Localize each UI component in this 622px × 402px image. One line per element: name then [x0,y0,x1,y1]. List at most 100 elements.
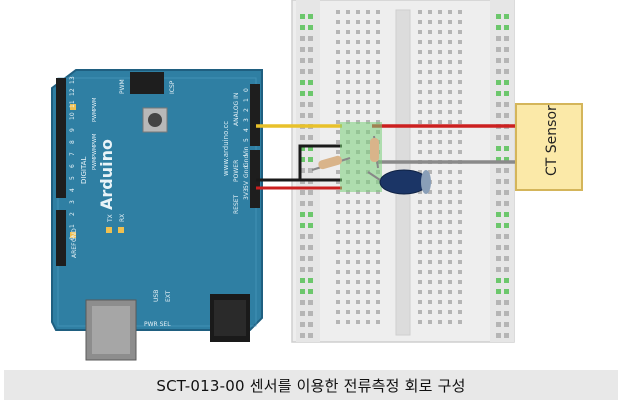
rail-hole [504,25,509,30]
breadboard-hole [336,60,340,64]
power-pin-label: 3V3 [243,188,250,200]
rail-hole [300,80,305,85]
breadboard-hole [336,90,340,94]
breadboard-hole [376,280,380,284]
breadboard-hole [438,260,442,264]
rail-hole [496,36,501,41]
breadboard-hole [428,310,432,314]
breadboard-hole [366,320,370,324]
led-rx [118,227,124,233]
rail-hole [300,168,305,173]
breadboard-hole [418,140,422,144]
rail-hole [496,256,501,261]
breadboard-hole [366,300,370,304]
tx-label: TX [107,214,114,223]
breadboard-hole [428,10,432,14]
power-pin-label: Vin [243,146,250,156]
breadboard-hole [458,60,462,64]
rail-hole [308,223,313,228]
rail-hole [496,245,501,250]
rail-hole [504,69,509,74]
breadboard-hole [438,30,442,34]
resistor-2 [370,135,379,169]
rail-hole [504,36,509,41]
rail-hole [308,36,313,41]
breadboard-hole [448,40,452,44]
rail-hole [300,311,305,316]
breadboard-hole [336,320,340,324]
digital-pin-label: 2 [69,212,76,216]
led-l [70,104,76,110]
rail-hole [504,91,509,96]
breadboard-hole [438,60,442,64]
digital-pin-label: 0 [69,236,76,240]
breadboard-hole [438,190,442,194]
rail-hole [308,289,313,294]
breadboard-hole [458,280,462,284]
led-tx [106,227,112,233]
breadboard-hole [366,50,370,54]
breadboard-hole [336,300,340,304]
rail-hole [308,58,313,63]
breadboard-hole [346,250,350,254]
analog-pin-label: 2 [243,108,250,112]
breadboard-hole [438,170,442,174]
rail-hole [308,102,313,107]
breadboard-hole [356,10,360,14]
rail-hole [504,14,509,19]
rail-hole [496,179,501,184]
breadboard-hole [438,10,442,14]
breadboard-hole [448,310,452,314]
breadboard-hole [336,290,340,294]
breadboard-hole [458,300,462,304]
breadboard-hole [428,110,432,114]
breadboard-hole [438,100,442,104]
breadboard-hole [346,230,350,234]
rail-hole [300,135,305,140]
icsp-header [130,72,164,94]
breadboard-hole [356,70,360,74]
breadboard-hole [428,240,432,244]
rail-hole [496,333,501,338]
breadboard-hole [458,40,462,44]
rail-hole [504,168,509,173]
breadboard-hole [438,140,442,144]
breadboard-hole [356,230,360,234]
rail-hole [496,69,501,74]
rail-hole [496,157,501,162]
digital-pin-label: 10 [69,112,76,120]
wires [256,124,516,190]
analog-pin-label: 3 [243,118,250,122]
digital-header-2 [56,210,66,266]
breadboard-hole [336,180,340,184]
breadboard-hole [448,180,452,184]
breadboard-hole [366,80,370,84]
breadboard-hole [418,30,422,34]
breadboard-hole [428,190,432,194]
breadboard-hole [458,260,462,264]
breadboard-hole [366,110,370,114]
rail-hole [308,157,313,162]
rail-hole [504,157,509,162]
breadboard-hole [428,220,432,224]
breadboard-hole [418,130,422,134]
rail-hole [308,14,313,19]
rail-hole [504,190,509,195]
breadboard-hole [448,100,452,104]
breadboard-hole [418,320,422,324]
breadboard-hole [448,120,452,124]
breadboard-hole [448,70,452,74]
usb-label: USB [153,290,160,302]
rail-hole [496,278,501,283]
rail-hole [308,135,313,140]
rail-hole [504,113,509,118]
breadboard-hole [458,110,462,114]
rail-hole [300,278,305,283]
ext-label: EXT [165,290,172,302]
breadboard-hole [376,60,380,64]
rail-hole [504,311,509,316]
